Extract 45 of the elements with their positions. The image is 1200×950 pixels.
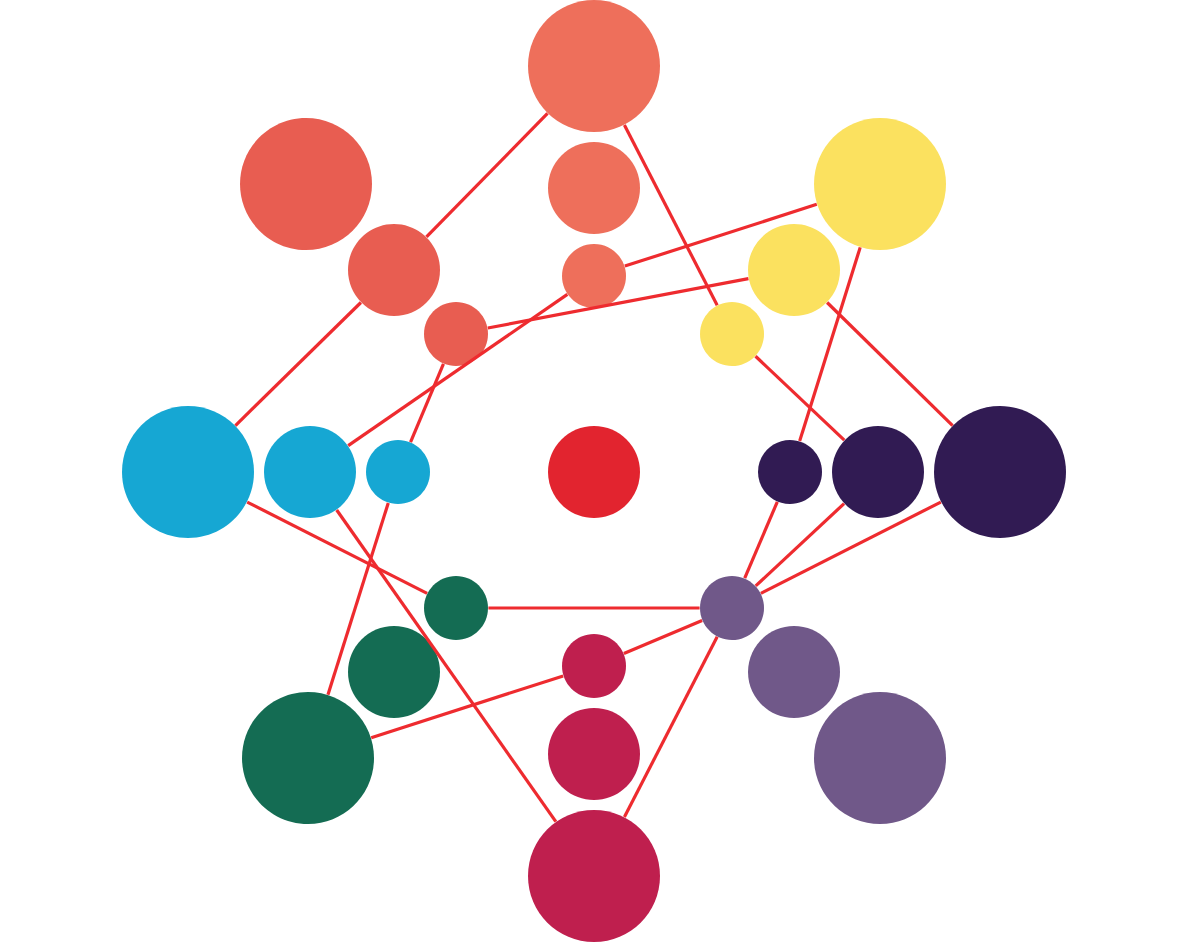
circle [934, 406, 1066, 538]
connector-line [623, 619, 703, 655]
circle [748, 224, 840, 316]
connector-line [326, 502, 390, 696]
circle [424, 302, 488, 366]
connector-line [347, 293, 569, 447]
connector-line [760, 500, 942, 595]
connector-line [246, 500, 428, 595]
connector-line [409, 363, 445, 443]
connector-line [488, 606, 700, 610]
circle [348, 224, 440, 316]
connector-line [622, 636, 719, 818]
connector-line [743, 501, 779, 579]
circle [700, 576, 764, 640]
circle [562, 244, 626, 308]
circle [528, 0, 660, 132]
circle [758, 440, 822, 504]
circle [348, 626, 440, 718]
connector-line [335, 509, 558, 823]
circle [748, 626, 840, 718]
connector-line [370, 674, 564, 740]
connector-line [234, 301, 362, 427]
circle [548, 426, 640, 518]
connector-line [487, 277, 749, 330]
circle [366, 440, 430, 504]
circle [832, 426, 924, 518]
connector-line [798, 246, 862, 442]
circle [528, 810, 660, 942]
circle [242, 692, 374, 824]
connector-line [826, 301, 954, 427]
circle [240, 118, 372, 250]
connector-line [622, 124, 719, 306]
connector-line [624, 202, 818, 268]
circle [814, 118, 946, 250]
circle [548, 708, 640, 800]
circle [424, 576, 488, 640]
circle [548, 142, 640, 234]
circle [122, 406, 254, 538]
circle [700, 302, 764, 366]
connector-line [754, 502, 846, 588]
connector-line [425, 112, 549, 238]
circle [814, 692, 946, 824]
connector-line [754, 355, 846, 442]
circle [562, 634, 626, 698]
circle [264, 426, 356, 518]
